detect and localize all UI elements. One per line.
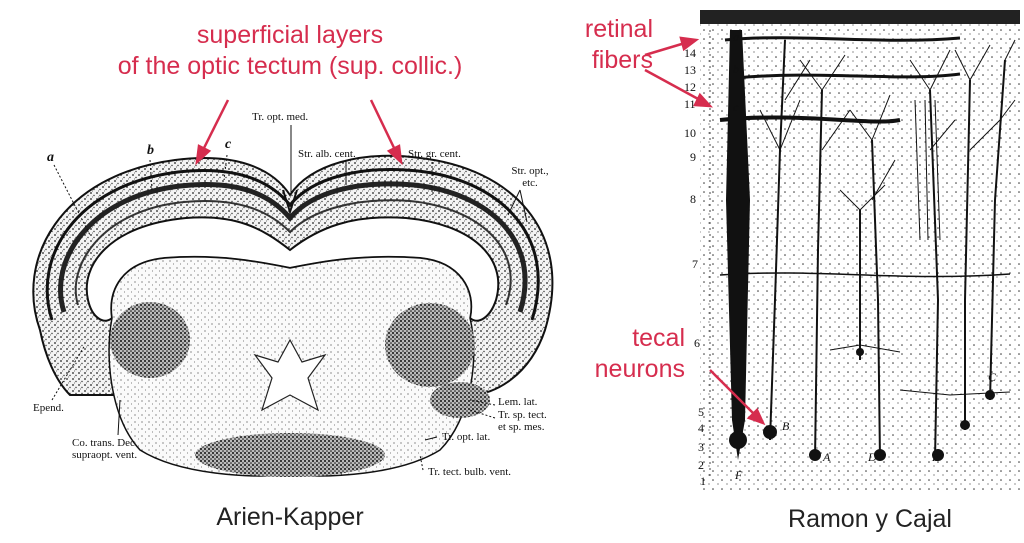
- annotation-line-2: of the optic tectum (sup. collic.): [117, 52, 463, 80]
- layer-8: 8: [690, 192, 696, 206]
- cajal-label-b: b: [733, 62, 739, 76]
- annotation-tecal-2: neurons: [594, 355, 685, 383]
- layer-4: 4: [698, 421, 704, 435]
- label-str-gr-cent: Str. gr. cent.: [408, 148, 461, 160]
- annotation-tecal-1: tecal: [632, 324, 685, 352]
- label-co-trans: Co. trans. Dec. supraopt. vent.: [72, 437, 138, 461]
- caption-left: Arien-Kapper: [216, 503, 364, 531]
- layer-12: 12: [684, 80, 696, 94]
- layer-3: 3: [698, 440, 704, 454]
- ventricle-star: [253, 338, 327, 412]
- cajal-label-B: B: [782, 419, 790, 433]
- label-lem-lat: Lem. lat.: [498, 396, 538, 408]
- label-tr-opt-med: Tr. opt. med.: [252, 111, 309, 123]
- label-co-trans-2: supraopt. vent.: [72, 449, 138, 461]
- layer-7: 7: [692, 257, 698, 271]
- annotation-line-1: superficial layers: [196, 21, 384, 49]
- label-str-opt-2: etc.: [522, 177, 538, 189]
- annotation-retinal-1: retinal: [584, 15, 653, 43]
- label-b: b: [147, 143, 154, 158]
- label-tr-sp-tect-2: et sp. mes.: [498, 421, 545, 433]
- cajal-label-A: A: [823, 450, 831, 464]
- label-tr-tect-bulb: Tr. tect. bulb. vent.: [428, 466, 512, 478]
- annotation-superficial-layers: superficial layers of the optic tectum (…: [50, 20, 530, 82]
- caption-right: Ramon y Cajal: [788, 505, 952, 533]
- cajal-label-D: D: [868, 450, 877, 464]
- label-tr-sp-tect: Tr. sp. tect. et sp. mes.: [498, 409, 547, 433]
- cajal-label-F: F: [735, 468, 743, 482]
- layer-11: 11: [684, 97, 696, 111]
- layer-5: 5: [698, 405, 704, 419]
- label-a: a: [47, 150, 54, 165]
- layer-13: 13: [684, 63, 696, 77]
- label-tr-opt-lat: Tr. opt. lat.: [442, 431, 491, 443]
- label-c: c: [225, 137, 232, 152]
- label-str-opt: Str. opt., etc.: [500, 165, 560, 189]
- cajal-label-E: E: [932, 450, 940, 464]
- neuron-B-soma: [763, 425, 777, 439]
- layer-14: 14: [684, 46, 696, 60]
- annotation-tecal-neurons: tecal neurons: [545, 323, 685, 385]
- annotation-retinal-fibers: retinal fibers: [553, 14, 653, 76]
- cajal-label-a: a: [733, 30, 739, 44]
- annotation-retinal-2: fibers: [591, 46, 653, 74]
- layer-2: 2: [698, 458, 704, 472]
- layer-1: 1: [700, 474, 706, 488]
- label-tr-sp-tect-1: Tr. sp. tect.: [498, 409, 547, 421]
- layer-9: 9: [690, 150, 696, 164]
- cajal-label-c: c: [733, 100, 739, 114]
- label-str-opt-1: Str. opt.,: [511, 165, 549, 177]
- label-str-alb-cent: Str. alb. cent.: [298, 148, 356, 160]
- cajal-label-C: C: [988, 370, 997, 384]
- layer-10: 10: [684, 126, 696, 140]
- label-co-trans-1: Co. trans. Dec.: [72, 437, 138, 449]
- label-epend: Epend.: [33, 402, 64, 414]
- layer-6: 6: [694, 336, 700, 350]
